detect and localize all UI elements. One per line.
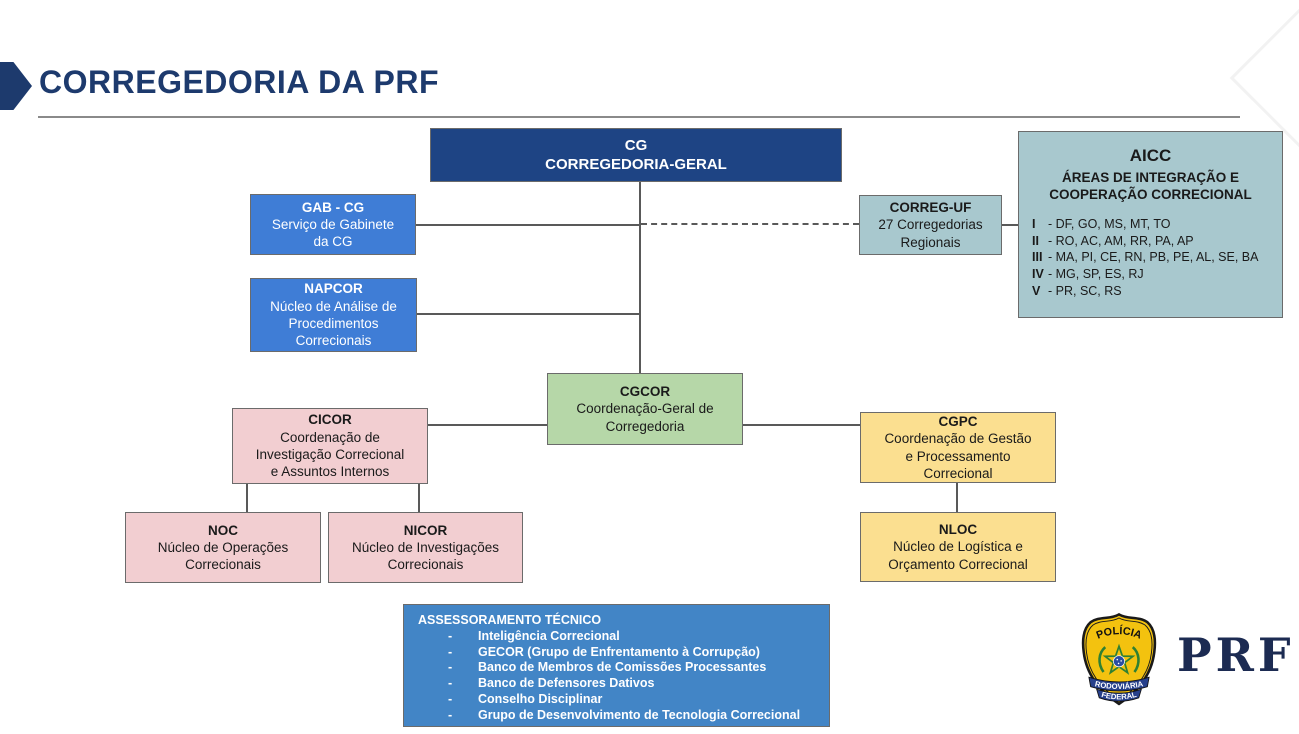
page-title: CORREGEDORIA DA PRF	[39, 64, 440, 100]
org-box-noc-name: Núcleo de Operações Correcionais	[157, 539, 289, 573]
connector-napcor-cg	[417, 313, 639, 315]
prf-wordmark: PRF	[1177, 628, 1295, 682]
org-box-cgpc-acronym: CGPC	[938, 413, 978, 429]
aicc-region-row: I - DF, GO, MS, MT, TO	[1032, 216, 1282, 233]
assessoramento-item: - Conselho Disciplinar	[418, 692, 819, 708]
org-box-nloc: NLOC Núcleo de Logística e Orçamento Cor…	[860, 512, 1056, 582]
org-box-cgpc: CGPC Coordenação de Gestão e Processamen…	[860, 412, 1056, 483]
aicc-region-numeral: V	[1032, 283, 1041, 298]
org-box-noc-acronym: NOC	[208, 522, 238, 538]
org-box-aicc-name: ÁREAS DE INTEGRAÇÃO E COOPERAÇÃO CORRECI…	[1049, 169, 1252, 203]
badge-text-rodoviaria: RODOVIÁRIA	[1094, 679, 1144, 691]
connector-gab-cg	[416, 224, 639, 226]
svg-text:FEDERAL: FEDERAL	[1100, 690, 1137, 702]
aicc-region-row: V - PR, SC, RS	[1032, 283, 1282, 300]
aicc-region-row: III - MA, PI, CE, RN, PB, PE, AL, SE, BA	[1032, 249, 1282, 266]
assessoramento-item-text: Grupo de Desenvolvimento de Tecnologia C…	[478, 707, 801, 722]
badge-band-federal	[1095, 688, 1143, 702]
aicc-region-numeral: IV	[1032, 267, 1044, 282]
connector-cgcor-cgpc	[743, 424, 860, 426]
svg-text:RODOVIÁRIA: RODOVIÁRIA	[1094, 679, 1144, 691]
org-box-gab-cg: GAB - CG Serviço de Gabinete da CG	[250, 194, 416, 255]
assessoramento-item: - Inteligência Correcional	[418, 629, 819, 645]
org-box-cicor-name: Coordenação de Investigação Correcional …	[255, 429, 405, 480]
assessoramento-item: - GECOR (Grupo de Enfrentamento à Corrupç…	[418, 645, 819, 661]
dash-bullet: -	[448, 628, 453, 643]
org-box-napcor-name: Núcleo de Análise de Procedimentos Corre…	[270, 298, 397, 349]
assessoramento-item-text: Banco de Defensores Dativos	[478, 676, 655, 691]
org-box-noc: NOC Núcleo de Operações Correcionais	[125, 512, 321, 583]
badge-wreath-right	[1131, 646, 1140, 673]
org-box-gab-cg-name: Serviço de Gabinete da CG	[271, 216, 395, 250]
org-box-napcor: NAPCOR Núcleo de Análise de Procedimento…	[250, 278, 417, 352]
org-box-nicor-acronym: NICOR	[403, 522, 448, 538]
aicc-region-states: - MA, PI, CE, RN, PB, PE, AL, SE, BA	[1048, 250, 1259, 265]
aicc-region-states: - RO, AC, AM, RR, PA, AP	[1048, 233, 1194, 248]
aicc-region-numeral: III	[1032, 250, 1043, 265]
dash-bullet: -	[448, 660, 453, 675]
dash-bullet: -	[448, 691, 453, 706]
badge-globe	[1113, 655, 1125, 668]
org-box-nloc-acronym: NLOC	[938, 522, 978, 538]
org-box-correg-uf-name: 27 Corregedorias Regionais	[878, 217, 983, 250]
org-box-nloc-name: Núcleo de Logística e Orçamento Correcio…	[888, 539, 1028, 572]
org-box-cgcor-acronym: CGCOR	[619, 384, 671, 400]
assessoramento-item-text: Inteligência Correcional	[478, 628, 620, 643]
title-divider	[38, 116, 1240, 118]
dash-bullet: -	[448, 707, 453, 722]
prf-badge-icon: POLÍCIA RODOVIÁRIA FEDERAL	[1081, 612, 1157, 706]
aicc-region-states: - PR, SC, RS	[1048, 283, 1122, 298]
org-box-napcor-acronym: NAPCOR	[304, 281, 363, 297]
assessoramento-item-text: GECOR (Grupo de Enfrentamento à Corrupçã…	[478, 644, 760, 659]
connector-cicor-cgcor	[428, 424, 547, 426]
dash-bullet: -	[448, 676, 453, 691]
org-box-cicor-acronym: CICOR	[308, 412, 352, 428]
assessoramento-item-text: Conselho Disciplinar	[478, 691, 603, 706]
aicc-region-row: IV - MG, SP, ES, RJ	[1032, 266, 1282, 283]
org-box-correg-uf: CORREG-UF 27 Corregedorias Regionais	[859, 195, 1002, 255]
badge-wreath-left	[1098, 646, 1107, 673]
org-box-assessoramento: ASSESSORAMENTO TÉCNICO - Inteligência Cor…	[403, 604, 830, 727]
assessoramento-item: - Banco de Membros de Comissões Processan…	[418, 660, 819, 676]
org-box-cgcor: CGCOR Coordenação-Geral de Corregedoria	[547, 373, 743, 445]
assessoramento-item-text: Banco de Membros de Comissões Processant…	[478, 660, 767, 675]
assessoramento-title: ASSESSORAMENTO TÉCNICO	[418, 613, 602, 627]
aicc-region-states: - DF, GO, MS, MT, TO	[1048, 217, 1171, 232]
connector-cicor-nicor	[418, 484, 420, 512]
assessoramento-item: - Grupo de Desenvolvimento de Tecnologia …	[418, 708, 819, 724]
aicc-region-numeral: II	[1032, 233, 1039, 248]
org-box-gab-cg-acronym: GAB - CG	[301, 199, 365, 215]
badge-band-rodoviaria	[1088, 676, 1150, 692]
assessoramento-item: - Banco de Defensores Dativos	[418, 676, 819, 692]
org-box-cg-name: CORREGEDORIA-GERAL	[545, 156, 727, 173]
org-box-cicor: CICOR Coordenação de Investigação Correc…	[232, 408, 428, 484]
org-box-cgcor-name: Coordenação-Geral de Corregedoria	[576, 401, 714, 434]
aicc-region-numeral: I	[1032, 217, 1036, 232]
aicc-region-states: - MG, SP, ES, RJ	[1048, 267, 1144, 282]
connector-cicor-noc	[246, 484, 248, 512]
connector-correguf-aicc	[1002, 224, 1018, 226]
org-box-aicc-acronym: AICC	[1129, 146, 1172, 165]
dash-bullet: -	[448, 644, 453, 659]
org-box-cg-acronym: CG	[624, 136, 648, 154]
connector-cgpc-nloc	[956, 483, 958, 512]
org-box-nicor: NICOR Núcleo de Investigações Correciona…	[328, 512, 523, 583]
connector-cg-correguf-dashed	[641, 223, 859, 225]
org-box-cg: CG CORREGEDORIA-GERAL	[430, 128, 842, 182]
org-box-nicor-name: Núcleo de Investigações Correcionais	[351, 539, 500, 573]
title-arrow-icon	[0, 62, 32, 110]
org-box-aicc: AICC ÁREAS DE INTEGRAÇÃO E COOPERAÇÃO CO…	[1018, 131, 1283, 318]
badge-text-federal: FEDERAL	[1100, 690, 1137, 702]
connector-cg-cgcor	[639, 182, 641, 373]
org-box-cgpc-name: Coordenação de Gestão e Processamento Co…	[884, 431, 1032, 481]
org-box-correg-uf-acronym: CORREG-UF	[889, 200, 972, 216]
aicc-region-list: I - DF, GO, MS, MT, TO II - RO, AC, AM, RR…	[1019, 216, 1282, 299]
aicc-region-row: II - RO, AC, AM, RR, PA, AP	[1032, 233, 1282, 250]
